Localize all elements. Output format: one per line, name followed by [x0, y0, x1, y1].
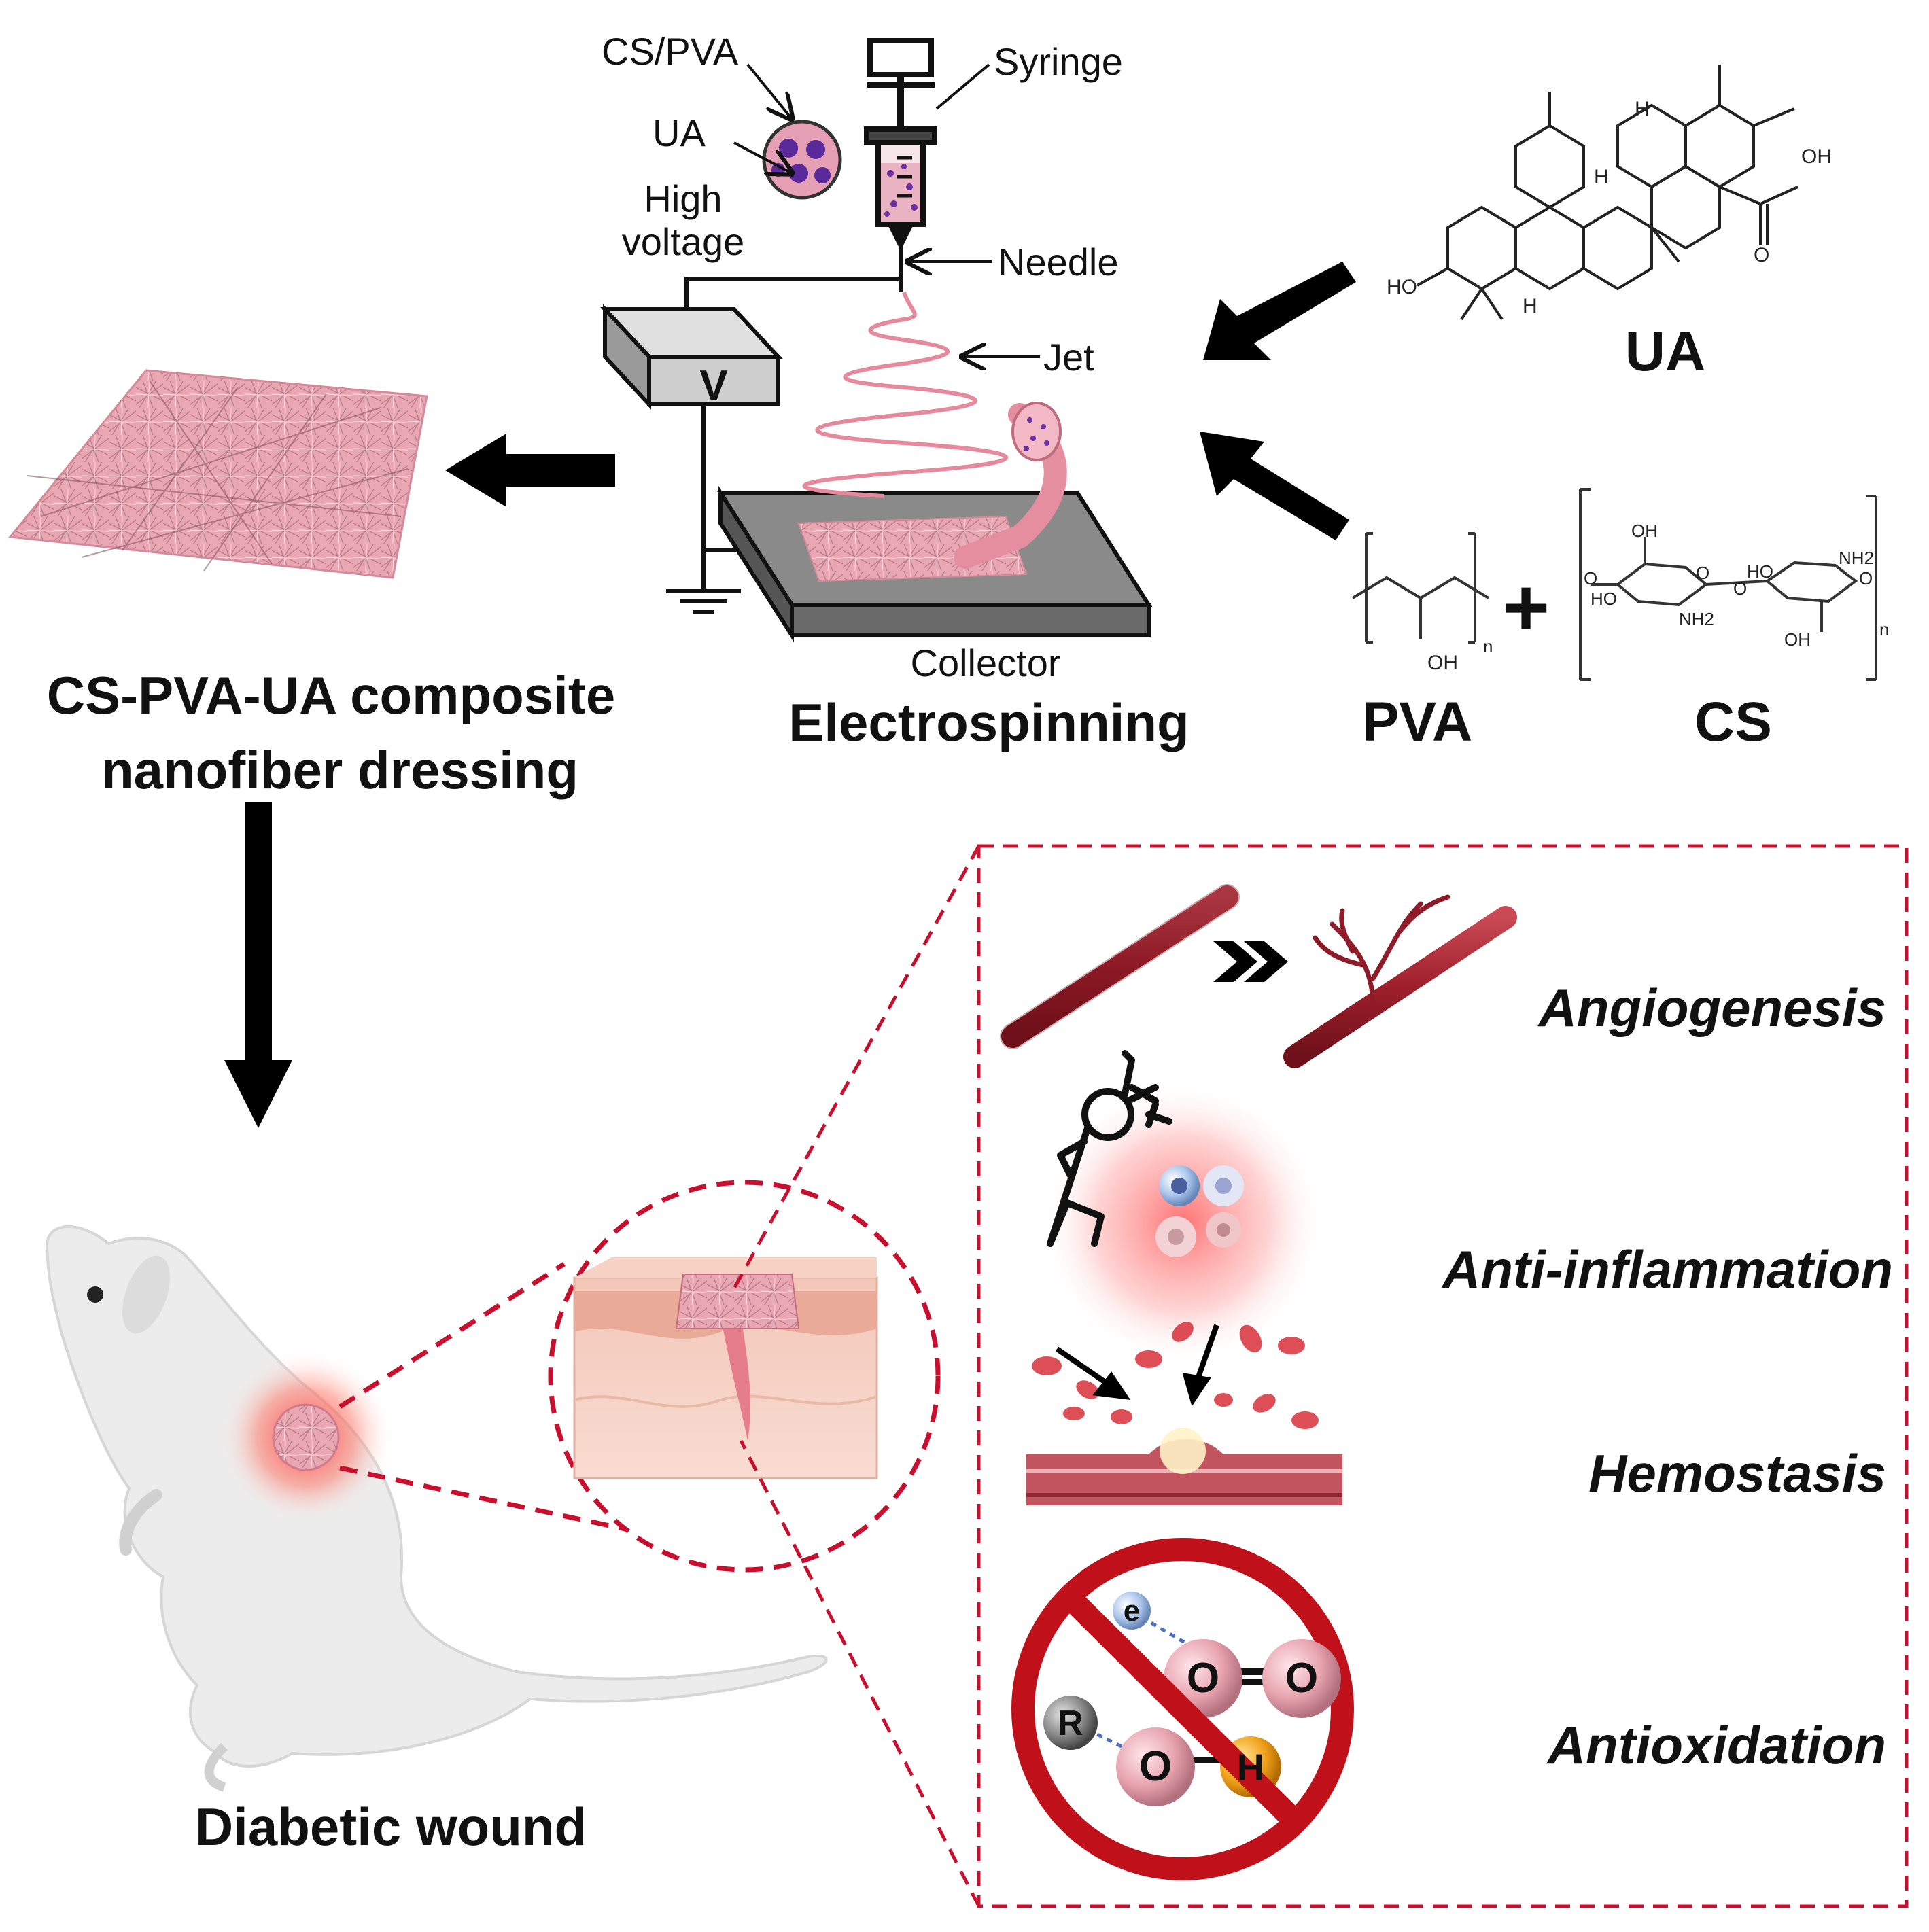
svg-text:O: O — [1733, 578, 1747, 599]
electrospinning-setup: V CS/PVA UA High voltage Syringe Nee — [600, 30, 1189, 752]
svg-text:O: O — [1285, 1655, 1318, 1702]
arrow-to-dressing — [445, 434, 615, 507]
skin-section-icon — [573, 1257, 878, 1479]
effect-antioxidation: Antioxidation — [1546, 1715, 1886, 1775]
panel-connector-lines — [729, 845, 981, 1908]
label-cs-pva: CS/PVA — [602, 30, 739, 73]
fiber-particles — [1024, 417, 1049, 451]
plus-sign: + — [1502, 562, 1550, 653]
svg-text:H: H — [1594, 166, 1609, 188]
svg-text:H: H — [1635, 98, 1650, 120]
svg-text:R: R — [1058, 1704, 1083, 1743]
ua-atom-labels: H H H HO OH O — [1387, 98, 1832, 317]
syringe-leader — [935, 63, 990, 110]
electrospinning-title: Electrospinning — [788, 692, 1189, 752]
label-jet: Jet — [1043, 336, 1094, 379]
prohibition-slash — [1064, 1592, 1303, 1830]
zoom-lines — [338, 1180, 941, 1573]
label-ua: UA — [653, 111, 706, 154]
collector-plate — [716, 485, 1153, 643]
wound-label: Diabetic wound — [195, 1797, 587, 1857]
cs-pva-leader — [746, 63, 792, 119]
ua-label: UA — [1625, 321, 1705, 383]
fiber-cross-section — [1011, 402, 1062, 461]
cs-atom-labels: OH OH HO HO NH2 NH2 O O O O n — [1584, 521, 1889, 650]
hemostasis-arrows — [1055, 1324, 1219, 1407]
antioxidation-atom-labels: e O O O H R — [1058, 1594, 1318, 1790]
svg-text:H: H — [1237, 1746, 1264, 1789]
running-figure-icon — [1047, 1050, 1172, 1247]
label-voltage: voltage — [622, 220, 745, 263]
dressing-title-line2: nanofiber dressing — [101, 740, 578, 800]
voltage-symbol: V — [699, 362, 727, 409]
svg-text:H: H — [1523, 295, 1537, 317]
svg-text:OH: OH — [1801, 145, 1832, 168]
mouse-illustration — [45, 1225, 828, 1792]
nanofiber-dressing-sheet — [8, 369, 428, 579]
svg-text:HO: HO — [1591, 589, 1617, 609]
label-high: High — [644, 177, 722, 220]
pva-oh: OH — [1427, 652, 1458, 674]
label-collector: Collector — [911, 642, 1061, 684]
effect-angiogenesis: Angiogenesis — [1537, 978, 1886, 1038]
svg-text:NH2: NH2 — [1679, 609, 1714, 629]
double-chevron-icon — [1213, 941, 1288, 982]
effect-hemostasis: Hemostasis — [1588, 1443, 1886, 1503]
effect-anti-inflammation: Anti-inflammation — [1441, 1240, 1893, 1299]
prohibition-sign-icon — [1011, 1538, 1354, 1880]
svg-text:e: e — [1124, 1594, 1140, 1628]
vessel-icon — [1000, 884, 1240, 1049]
arrow-ua-to-setup — [1203, 262, 1356, 360]
arrow-polymers-to-setup — [1200, 432, 1349, 540]
svg-text:OH: OH — [1784, 629, 1811, 650]
cs-structure — [1579, 488, 1877, 681]
svg-text:HO: HO — [1747, 561, 1773, 582]
syringe-icon — [864, 38, 937, 292]
immune-cells-icon — [1155, 1165, 1244, 1257]
svg-text:O: O — [1187, 1655, 1219, 1702]
pva-n: n — [1483, 636, 1493, 656]
effects-panel — [977, 844, 1909, 1908]
ua-leader — [733, 141, 792, 173]
label-needle: Needle — [998, 241, 1118, 283]
cs-pva-droplet — [762, 120, 842, 200]
svg-text:O: O — [1754, 244, 1769, 266]
ua-molecule-structure — [1417, 65, 1798, 321]
syringe-particles — [884, 164, 918, 217]
cs-label: CS — [1695, 691, 1772, 753]
branching-vessel-icon — [1283, 894, 1517, 1068]
svg-text:O: O — [1139, 1743, 1172, 1790]
arrow-down — [224, 802, 292, 1128]
jet-spiral — [802, 291, 1009, 498]
svg-text:NH2: NH2 — [1839, 548, 1874, 568]
dressing-title-line1: CS-PVA-UA composite — [47, 665, 615, 725]
label-syringe: Syringe — [994, 40, 1123, 83]
svg-text:O: O — [1859, 568, 1873, 589]
red-blood-cells-icon — [1032, 1322, 1319, 1429]
ground-icon — [666, 589, 741, 614]
pva-label: PVA — [1362, 691, 1473, 753]
voltage-wire — [684, 277, 901, 319]
svg-text:OH: OH — [1631, 521, 1658, 541]
svg-text:HO: HO — [1387, 276, 1417, 298]
svg-text:n: n — [1879, 619, 1889, 639]
svg-text:O: O — [1584, 568, 1597, 589]
svg-text:O: O — [1696, 563, 1709, 583]
blood-vessel-wall-icon — [1026, 1428, 1342, 1505]
pva-structure — [1351, 532, 1490, 644]
power-supply-icon — [600, 304, 783, 410]
